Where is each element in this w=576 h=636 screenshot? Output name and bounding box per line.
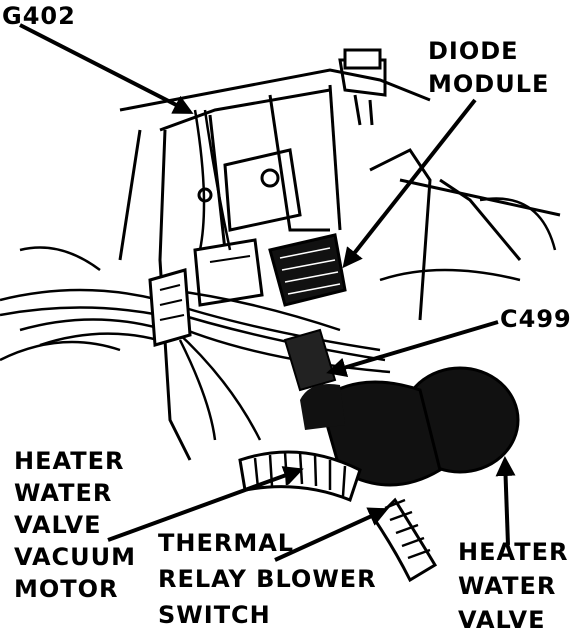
vacuum-motor-arrow (107, 466, 304, 542)
connector-c499-shape (283, 328, 337, 392)
g402-arrow (19, 23, 194, 114)
diode-module-shape (268, 233, 347, 307)
thermal-relay-blower-switch-label: THERMAL RELAY BLOWER SWITCH (158, 525, 377, 633)
harness-connector (148, 268, 192, 347)
heater-hose-right (373, 497, 438, 583)
vacuum-motor-line-3: VALVE (14, 511, 102, 539)
diode-module-arrow (342, 98, 477, 269)
vacuum-motor-line-5: MOTOR (14, 575, 119, 603)
heater-water-valve-line-1: HEATER (458, 538, 569, 566)
diode-module-label: DIODE MODULE (428, 35, 549, 101)
c499-arrow (326, 320, 499, 378)
g402-label: G402 (2, 2, 76, 30)
blower-switch-arrow (274, 507, 389, 562)
vacuum-motor-line-4: VACUUM (14, 543, 136, 571)
blower-switch-line-3: SWITCH (158, 601, 271, 629)
heater-water-valve-line-3: VALVE (458, 606, 546, 634)
left-hose (0, 197, 557, 362)
vacuum-motor-line-2: WATER (14, 479, 113, 507)
heater-water-valve-vacuum-motor-label: HEATER WATER VALVE VACUUM MOTOR (14, 445, 136, 605)
blower-switch-line-1: THERMAL (158, 529, 295, 557)
blower-switch-line-2: RELAY BLOWER (158, 565, 377, 593)
heater-water-valve-label: HEATER WATER VALVE (458, 535, 568, 636)
heater-water-valve-shape (300, 366, 520, 487)
heater-water-valve-line-2: WATER (458, 572, 557, 600)
thermal-relay-box (193, 238, 264, 307)
vacuum-motor-line-1: HEATER (14, 447, 125, 475)
c499-label: C499 (500, 305, 572, 333)
reservoir-cap (338, 48, 387, 126)
diode-module-line-2: MODULE (428, 70, 550, 98)
diode-module-line-1: DIODE (428, 37, 519, 65)
pointer-arrows (19, 23, 516, 562)
heater-water-valve-arrow (495, 456, 516, 546)
